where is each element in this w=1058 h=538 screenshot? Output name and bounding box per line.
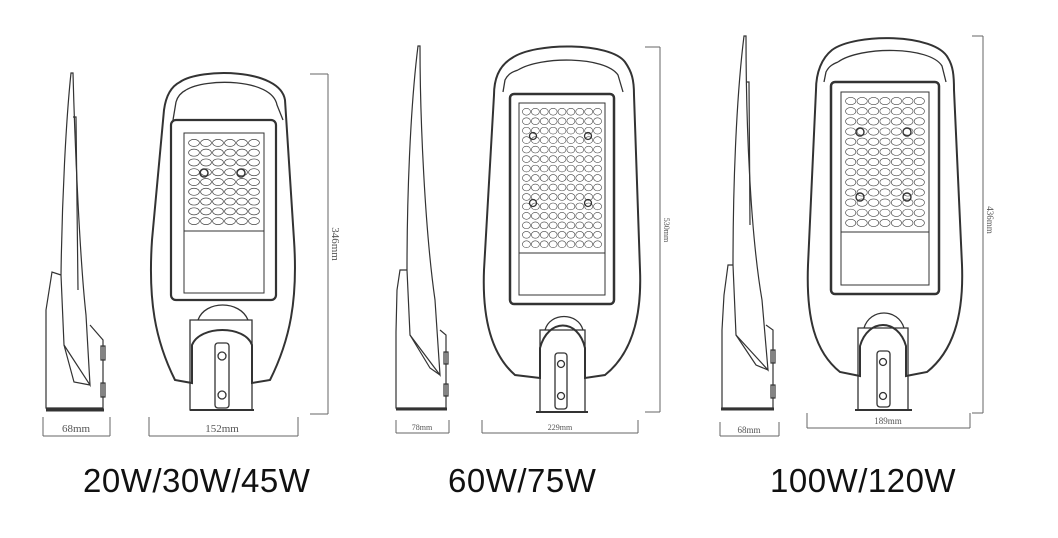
dimension-lines [395, 46, 661, 434]
front-width-label: 152mm [205, 423, 239, 435]
front-view [806, 37, 964, 411]
model-1-drawing: 68mm 152mm 346mm [42, 72, 341, 437]
side-view [45, 72, 106, 412]
front-view [149, 72, 296, 411]
height-label: 346mm [329, 227, 341, 261]
front-width-label: 229mm [548, 423, 573, 432]
model-caption: 60W/75W [448, 462, 597, 499]
side-view [721, 35, 776, 411]
side-width-label: 78mm [412, 423, 433, 432]
side-view [395, 45, 449, 411]
height-label: 530mm [662, 218, 671, 243]
side-width-label: 68mm [62, 423, 91, 435]
model-20-30-45w: 68mm 152mm 346mm 20W/30W/45W [0, 0, 360, 538]
height-label: 436mm [985, 206, 995, 234]
model-3-drawing: 68mm 189mm 436mm [719, 35, 995, 437]
front-width-label: 189mm [874, 416, 902, 426]
model-caption: 100W/120W [770, 462, 957, 499]
led-grid [845, 97, 925, 227]
front-view [482, 45, 642, 413]
model-2-drawing: 78mm 229mm 530mm [395, 45, 671, 434]
side-width-label: 68mm [737, 425, 760, 435]
dimension-lines [719, 35, 984, 437]
dimension-lines [42, 73, 329, 437]
model-caption: 20W/30W/45W [83, 462, 311, 499]
